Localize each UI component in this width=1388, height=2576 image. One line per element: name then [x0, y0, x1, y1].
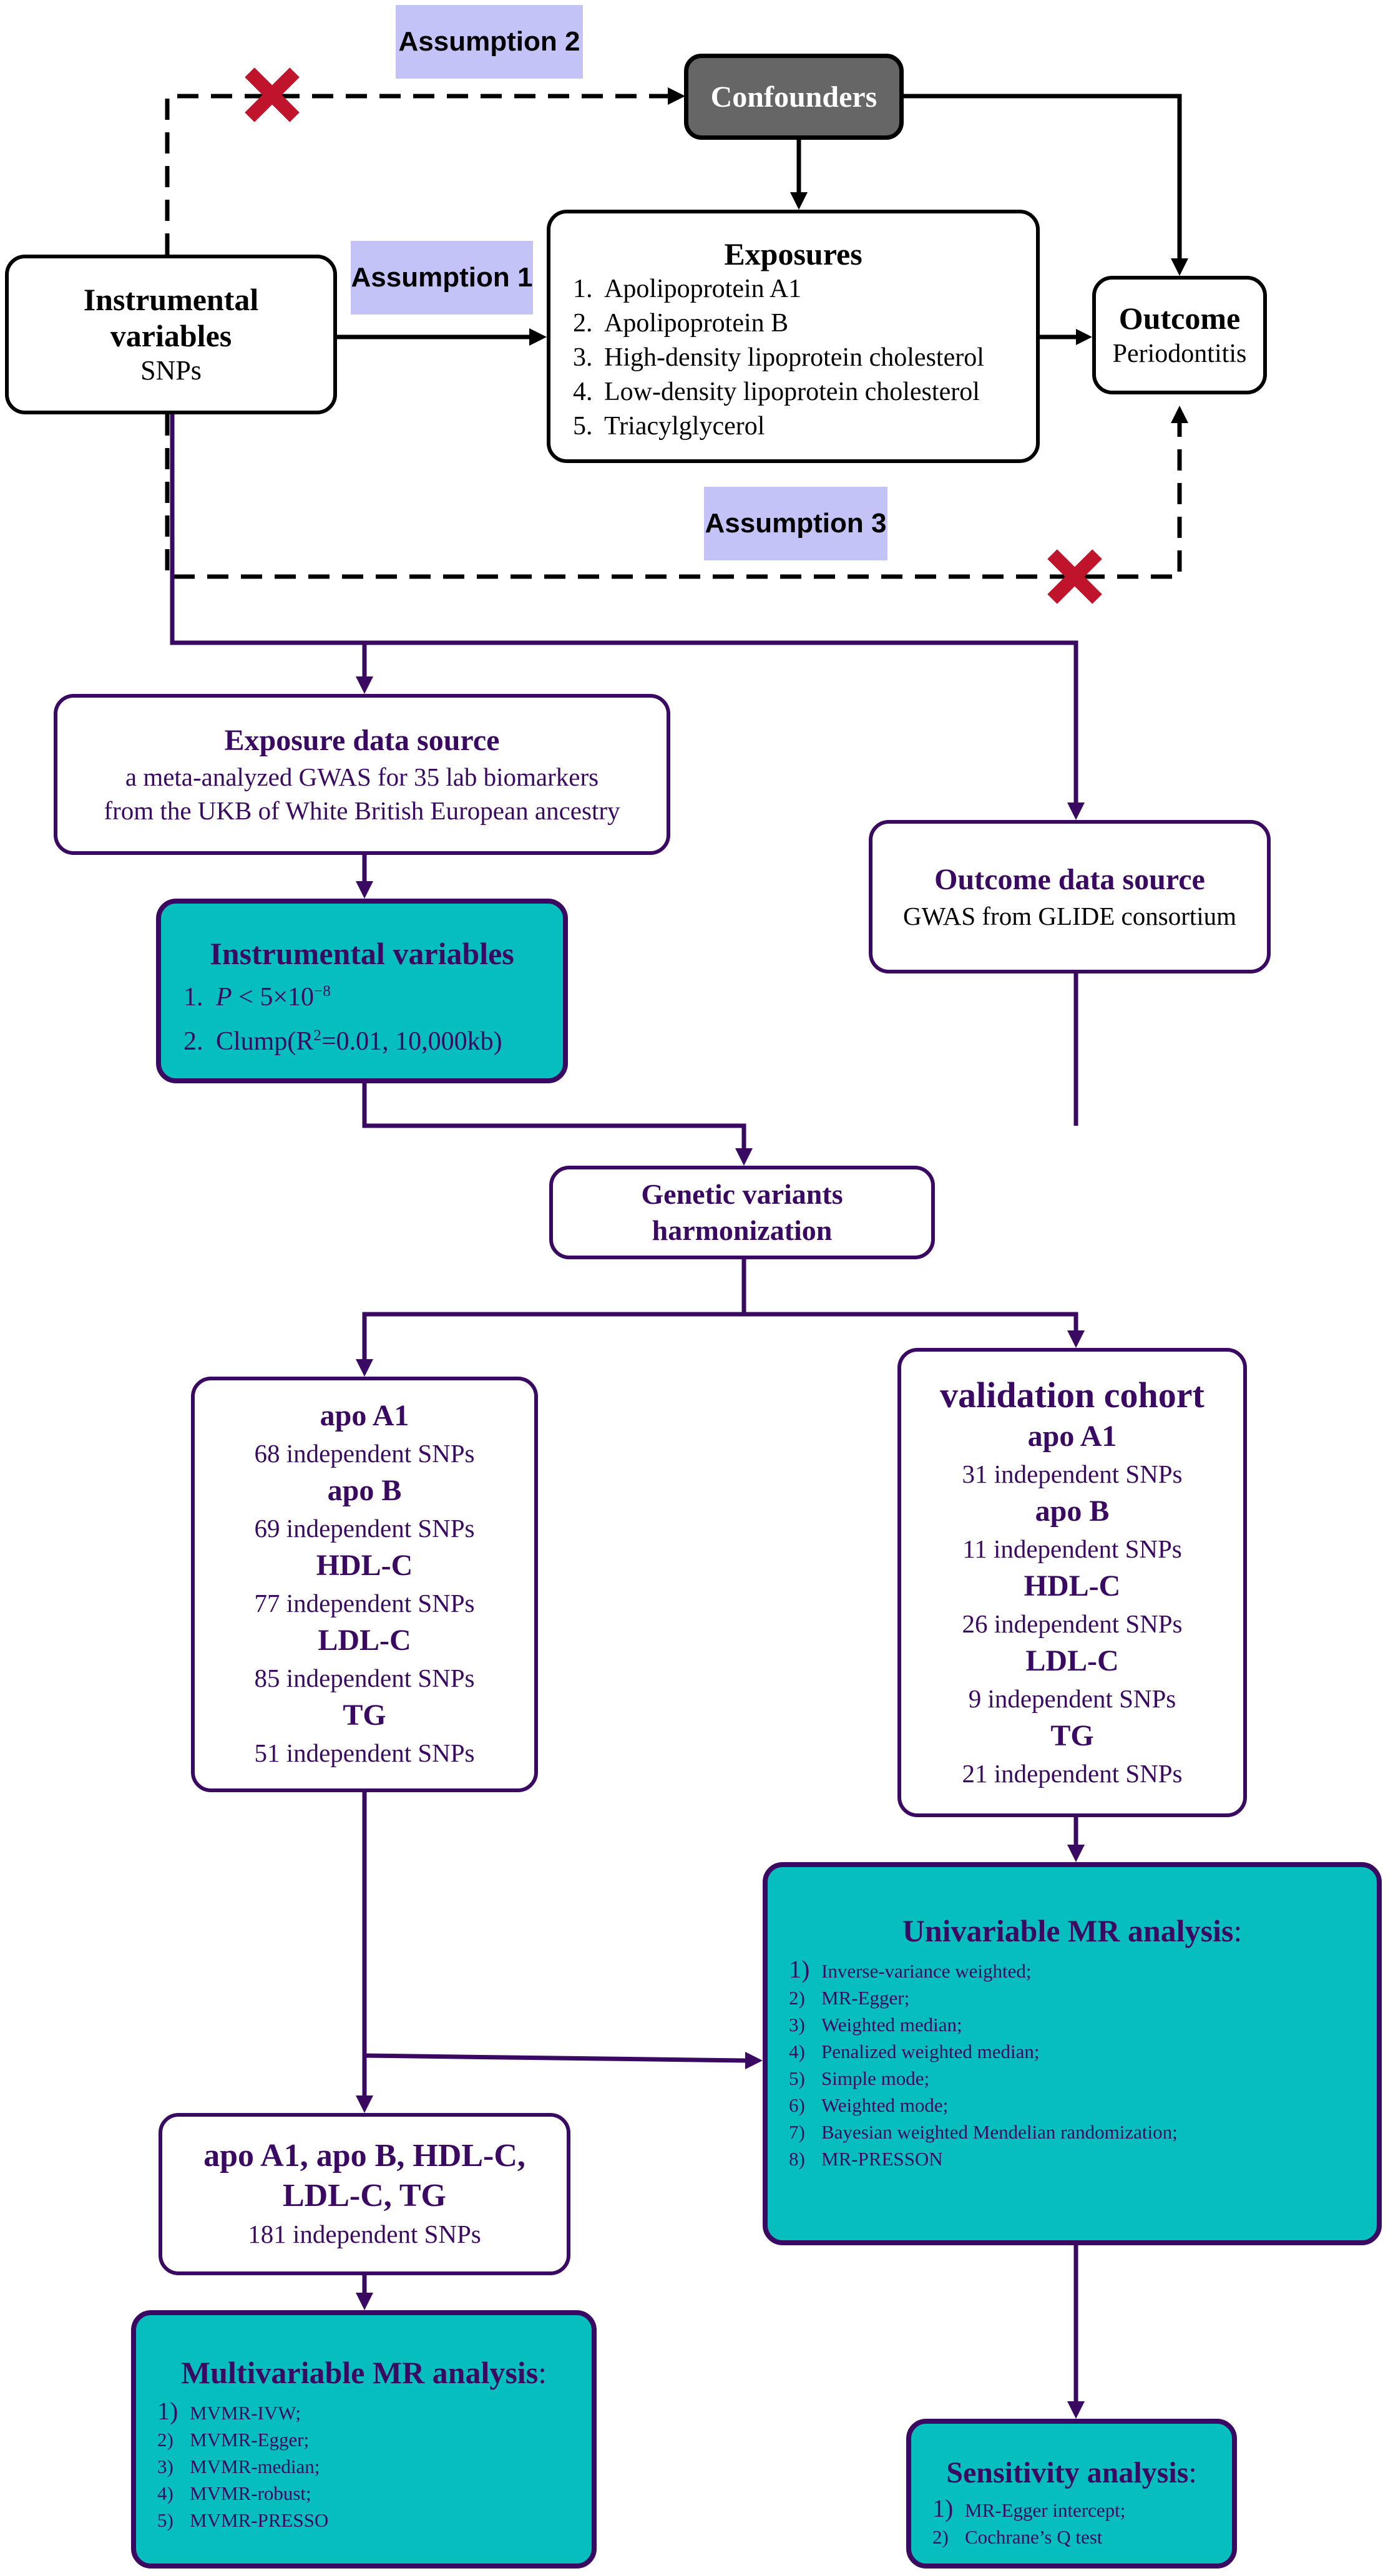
- harmonization-line1: Genetic variants: [641, 1178, 843, 1210]
- multivariable-list: 1)MVMR-IVW; 2)MVMR-Egger; 3)MVMR-median;…: [136, 2398, 592, 2534]
- snp-name: TG: [1050, 1719, 1094, 1752]
- validation-title: validation cohort: [940, 1375, 1205, 1415]
- snp-name: apo A1: [320, 1399, 409, 1432]
- snp-count: 26 independent SNPs: [962, 1609, 1183, 1638]
- list-item: 5)Simple mode;: [789, 2067, 930, 2089]
- snp-count: 11 independent SNPs: [962, 1534, 1182, 1563]
- list-item: 1.Apolipoprotein A1: [573, 275, 802, 303]
- univariable-mr-box: Univariable MR analysis: 1)Inverse-varia…: [763, 1862, 1382, 2245]
- list-item: 3)MVMR-median;: [157, 2456, 320, 2477]
- sensitivity-title: Sensitivity analysis:: [946, 2456, 1197, 2489]
- snp-name: LDL-C: [318, 1624, 411, 1657]
- snp-count: 31 independent SNPs: [962, 1460, 1183, 1488]
- combined-line2: LDL-C, TG: [283, 2178, 446, 2213]
- list-item: 2)MVMR-Egger;: [157, 2429, 310, 2451]
- list-item: 4)Penalized weighted median;: [789, 2041, 1040, 2062]
- exposures-box: Exposures 1.Apolipoprotein A1 2.Apolipop…: [547, 210, 1040, 463]
- univariable-title: Univariable MR analysis:: [902, 1913, 1243, 1948]
- sensitivity-analysis-box: Sensitivity analysis: 1)MR-Egger interce…: [906, 2419, 1237, 2569]
- snp-count: 77 independent SNPs: [254, 1589, 475, 1617]
- list-item: 1)MR-Egger intercept;: [932, 2494, 1126, 2522]
- outcome-data-source-box: Outcome data source GWAS from GLIDE cons…: [869, 820, 1271, 973]
- combined-count: 181 independent SNPs: [248, 2220, 481, 2248]
- univariable-list: 1)Inverse-variance weighted; 2)MR-Egger;…: [768, 1956, 1377, 2172]
- snp-name: apo A1: [1027, 1420, 1117, 1453]
- list-item: 2)MR-Egger;: [789, 1987, 910, 2009]
- snp-count: 51 independent SNPs: [254, 1739, 475, 1767]
- harmonization-line2: harmonization: [652, 1214, 833, 1246]
- list-item: 4)MVMR-robust;: [157, 2482, 311, 2504]
- multivariable-mr-box: Multivariable MR analysis: 1)MVMR-IVW; 2…: [131, 2310, 597, 2569]
- confounders-box: Confounders: [684, 54, 904, 140]
- snp-name: HDL-C: [316, 1549, 413, 1582]
- snp-name: LDL-C: [1025, 1644, 1119, 1677]
- snp-count: 68 independent SNPs: [254, 1439, 475, 1468]
- exposure-source-title: Exposure data source: [224, 724, 500, 757]
- list-item: 3)Weighted median;: [789, 2014, 962, 2036]
- confounders-label: Confounders: [710, 80, 877, 114]
- outcome-box: Outcome Periodontitis: [1092, 276, 1267, 394]
- cross-icon-assumption-3: [1047, 549, 1102, 604]
- sensitivity-list: 1)MR-Egger intercept; 2)Cochrane’s Q tes…: [911, 2495, 1232, 2550]
- snp-name: apo B: [327, 1474, 402, 1507]
- combined-line1: apo A1, apo B, HDL-C,: [203, 2138, 525, 2174]
- outcome-subtitle: Periodontitis: [1112, 339, 1247, 368]
- snp-count: 21 independent SNPs: [962, 1759, 1183, 1788]
- outcome-title: Outcome: [1118, 301, 1241, 336]
- list-item: 1)Inverse-variance weighted;: [789, 1955, 1032, 1983]
- combined-snps-box: apo A1, apo B, HDL-C, LDL-C, TG 181 inde…: [159, 2113, 570, 2275]
- list-item: 3.High-density lipoprotein cholesterol: [573, 343, 984, 372]
- list-item: 2.Apolipoprotein B: [573, 309, 789, 338]
- harmonization-box: Genetic variants harmonization: [549, 1166, 935, 1259]
- validation-cohort-box: validation cohort apo A1 31 independent …: [897, 1348, 1247, 1817]
- assumption-3-label: Assumption 3: [704, 487, 887, 560]
- assumption-1-label: Assumption 1: [351, 241, 533, 315]
- assumption-2-label: Assumption 2: [396, 5, 583, 79]
- list-item: 5)MVMR-PRESSO: [157, 2509, 329, 2531]
- instrumental-variables-box: Instrumental variables SNPs: [5, 255, 337, 414]
- iv-criteria-title: Instrumental variables: [210, 936, 514, 971]
- snp-count: 69 independent SNPs: [254, 1514, 475, 1543]
- exposure-source-line2: from the UKB of White British European a…: [104, 796, 620, 825]
- instrumental-subtitle: SNPs: [140, 355, 202, 386]
- exposures-title: Exposures: [724, 237, 863, 271]
- list-item: 1)MVMR-IVW;: [157, 2397, 301, 2425]
- outcome-source-title: Outcome data source: [934, 863, 1205, 896]
- exposure-source-line1: a meta-analyzed GWAS for 35 lab biomarke…: [125, 763, 599, 791]
- list-item: 2)Cochrane’s Q test: [932, 2526, 1103, 2548]
- list-item: 5.Triacylglycerol: [573, 412, 765, 441]
- list-item: 6)Weighted mode;: [789, 2094, 949, 2116]
- outcome-source-line1: GWAS from GLIDE consortium: [902, 902, 1237, 930]
- snp-count: 9 independent SNPs: [968, 1684, 1176, 1713]
- snp-count: 85 independent SNPs: [254, 1664, 475, 1692]
- snp-name: apo B: [1035, 1495, 1110, 1528]
- exposure-snps-box: apo A1 68 independent SNPs apo B 69 inde…: [191, 1377, 538, 1792]
- snp-name: TG: [343, 1699, 386, 1732]
- multivariable-title: Multivariable MR analysis:: [180, 2355, 547, 2390]
- snp-name: HDL-C: [1024, 1569, 1121, 1603]
- iv-criteria-list: 1.P < 5×10−8 2.Clump(R2=0.01, 10,000kb): [161, 972, 563, 1061]
- exposure-data-source-box: Exposure data source a meta-analyzed GWA…: [54, 694, 670, 855]
- exposures-list: 1.Apolipoprotein A1 2.Apolipoprotein B 3…: [550, 272, 1036, 444]
- instrumental-title-line1: Instrumental: [83, 282, 259, 317]
- iv-criteria-box: Instrumental variables 1.P < 5×10−8 2.Cl…: [156, 899, 568, 1083]
- instrumental-title-line2: variables: [110, 318, 232, 353]
- cross-icon-assumption-2: [245, 67, 300, 122]
- list-item: 2.Clump(R2=0.01, 10,000kb): [183, 1027, 502, 1056]
- list-item: 4.Low-density lipoprotein cholesterol: [573, 378, 980, 406]
- list-item: 1.P < 5×10−8: [183, 983, 331, 1012]
- list-item: 8)MR-PRESSON: [789, 2148, 943, 2170]
- list-item: 7)Bayesian weighted Mendelian randomizat…: [789, 2121, 1178, 2143]
